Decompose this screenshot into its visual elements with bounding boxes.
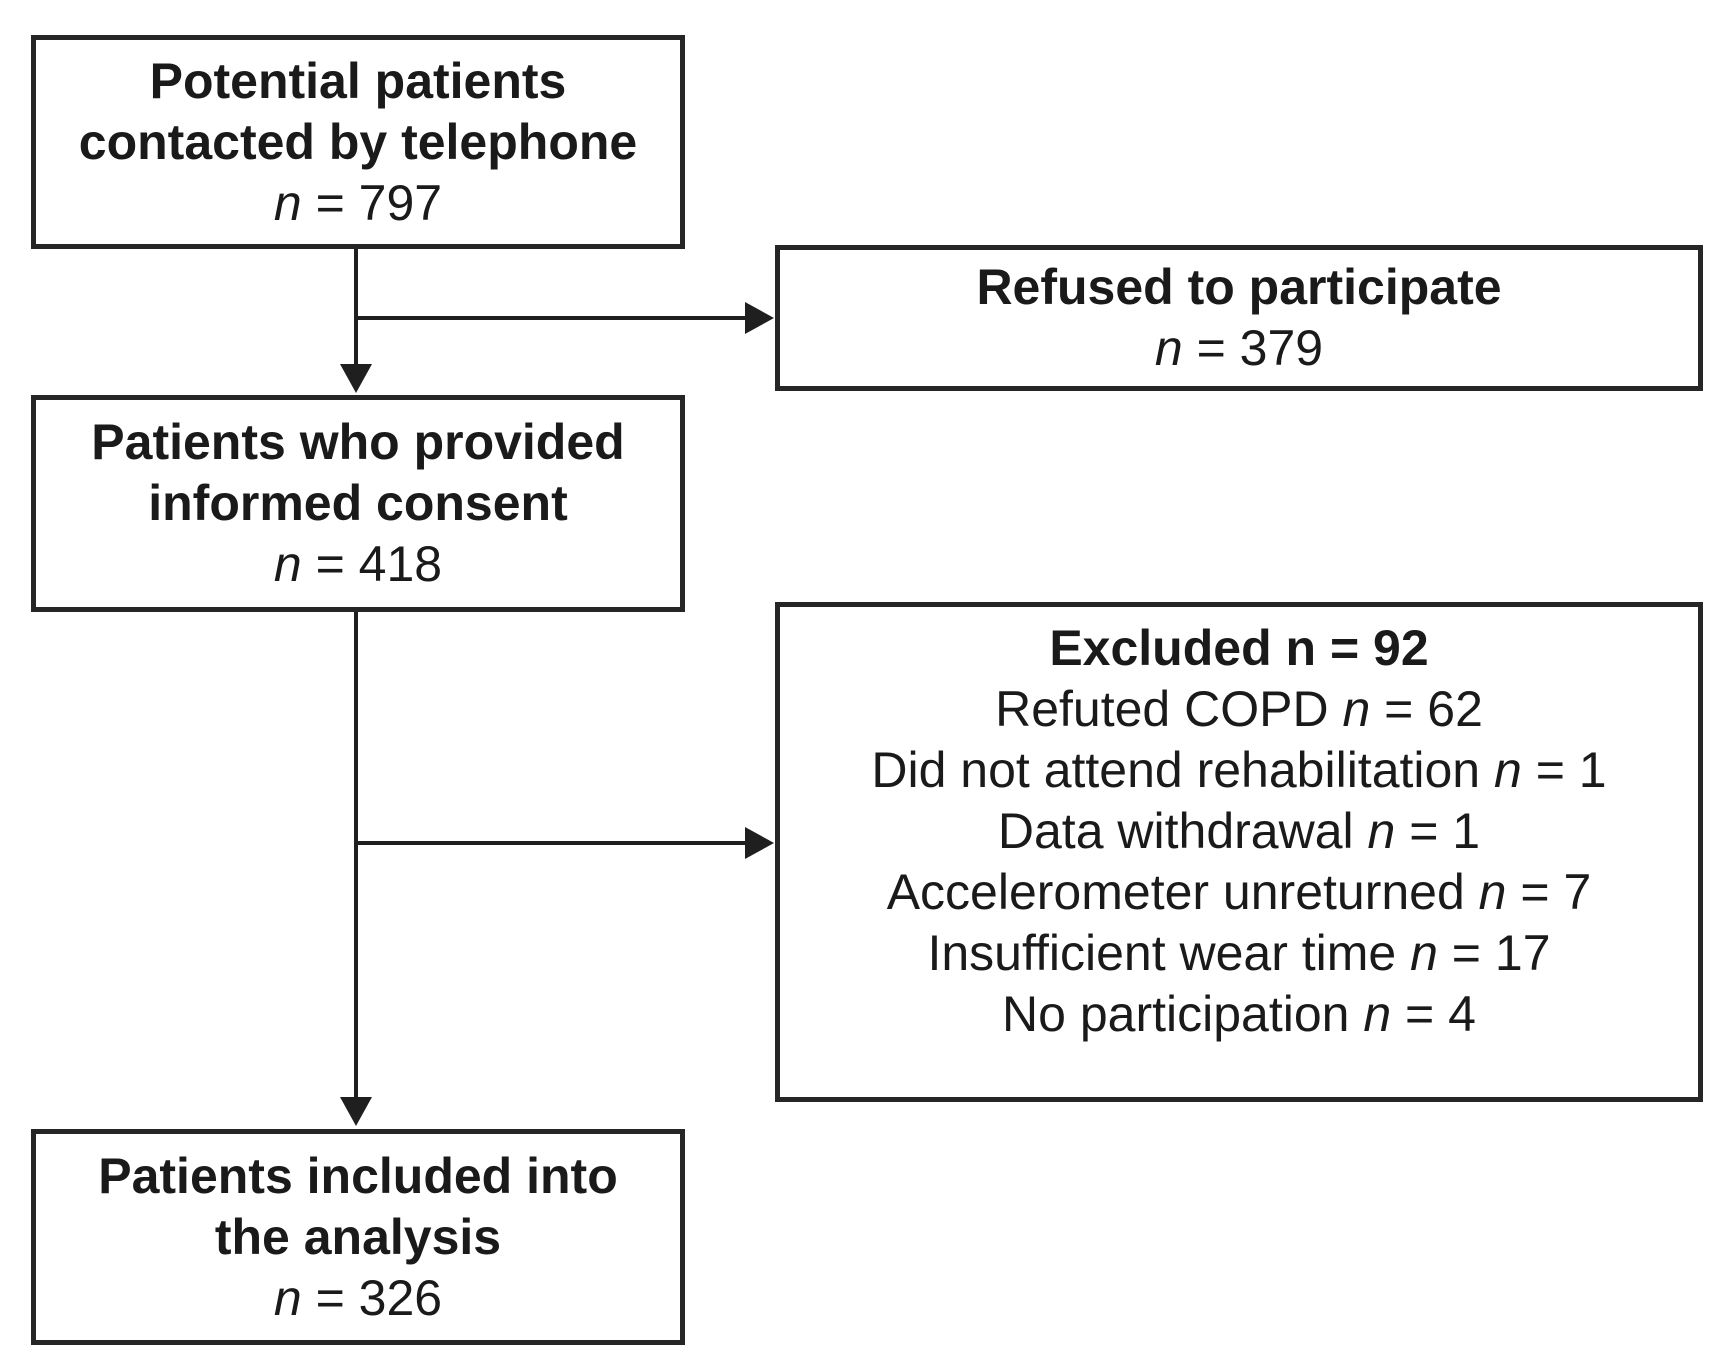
box-refused-to-participate: Refused to participate n = 379 xyxy=(775,245,1703,391)
n-value: = 17 xyxy=(1437,925,1551,981)
reason-text: Insufficient wear time xyxy=(927,925,1411,981)
excluded-reason: Accelerometer unreturned n = 7 xyxy=(887,862,1592,923)
n-symbol: n xyxy=(1367,803,1396,859)
n-value: = 797 xyxy=(301,174,443,231)
arrow-branch-to-excluded xyxy=(356,827,774,859)
n-symbol: n xyxy=(1410,925,1438,981)
n-value: = 1 xyxy=(1521,742,1607,798)
arrow-branch-to-refused xyxy=(356,302,774,334)
box-title-line: Potential patients xyxy=(149,52,567,109)
box-included-in-analysis: Patients included into the analysis n = … xyxy=(31,1129,685,1345)
n-symbol: n xyxy=(1363,986,1392,1042)
n-symbol: n xyxy=(273,174,302,231)
reason-text: Refuted COPD xyxy=(995,681,1343,737)
reason-text: Accelerometer unreturned xyxy=(886,864,1479,920)
box-title-line: contacted by telephone xyxy=(78,113,638,170)
n-value: = 7 xyxy=(1506,864,1592,920)
sample-size: n = 797 xyxy=(274,173,442,234)
n-value: = 418 xyxy=(301,536,443,592)
n-symbol: n xyxy=(273,536,302,592)
n-symbol: n xyxy=(1478,864,1507,920)
excluded-reason: No participation n = 4 xyxy=(1002,984,1476,1045)
excluded-reason: Insufficient wear time n = 17 xyxy=(927,923,1550,984)
n-symbol: n xyxy=(1342,681,1371,737)
n-symbol: n xyxy=(1494,742,1522,798)
n-value: = 62 xyxy=(1370,681,1483,737)
reason-text: No participation xyxy=(1002,986,1364,1042)
reason-text: Data withdrawal xyxy=(997,803,1368,859)
sample-size: n = 379 xyxy=(1155,318,1323,379)
arrowhead-down-icon xyxy=(340,364,372,393)
arrowhead-down-icon xyxy=(340,1097,372,1126)
excluded-header: Excluded n = 92 xyxy=(1049,620,1429,676)
excluded-reason: Data withdrawal n = 1 xyxy=(998,801,1480,862)
n-value: = 4 xyxy=(1391,986,1476,1042)
sample-size: n = 418 xyxy=(274,534,442,595)
box-informed-consent: Patients who provided informed consent n… xyxy=(31,395,685,612)
arrow-consent-to-included xyxy=(340,612,372,1126)
box-excluded: Excluded n = 92 Refuted COPD n = 62 Did … xyxy=(775,602,1703,1102)
n-value: = 326 xyxy=(301,1269,443,1326)
box-title-line: the analysis xyxy=(214,1208,502,1265)
box-title-line: Patients who provided xyxy=(91,414,625,470)
n-symbol: n xyxy=(1154,320,1183,376)
arrowhead-right-icon xyxy=(745,302,774,334)
box-title-line: Refused to participate xyxy=(976,259,1502,315)
excluded-reason: Refuted COPD n = 62 xyxy=(995,679,1483,740)
n-symbol: n xyxy=(273,1269,302,1326)
sample-size: n = 326 xyxy=(274,1268,442,1329)
arrow-contacted-to-consent xyxy=(340,249,372,393)
box-potential-patients: Potential patients contacted by telephon… xyxy=(31,35,685,249)
n-value: = 1 xyxy=(1395,803,1481,859)
arrowhead-right-icon xyxy=(745,827,774,859)
box-title-line: informed consent xyxy=(148,475,568,531)
n-value: = 379 xyxy=(1182,320,1324,376)
box-title-line: Patients included into xyxy=(98,1147,618,1204)
reason-text: Did not attend rehabilitation xyxy=(871,742,1495,798)
excluded-reason: Did not attend rehabilitation n = 1 xyxy=(871,740,1606,801)
